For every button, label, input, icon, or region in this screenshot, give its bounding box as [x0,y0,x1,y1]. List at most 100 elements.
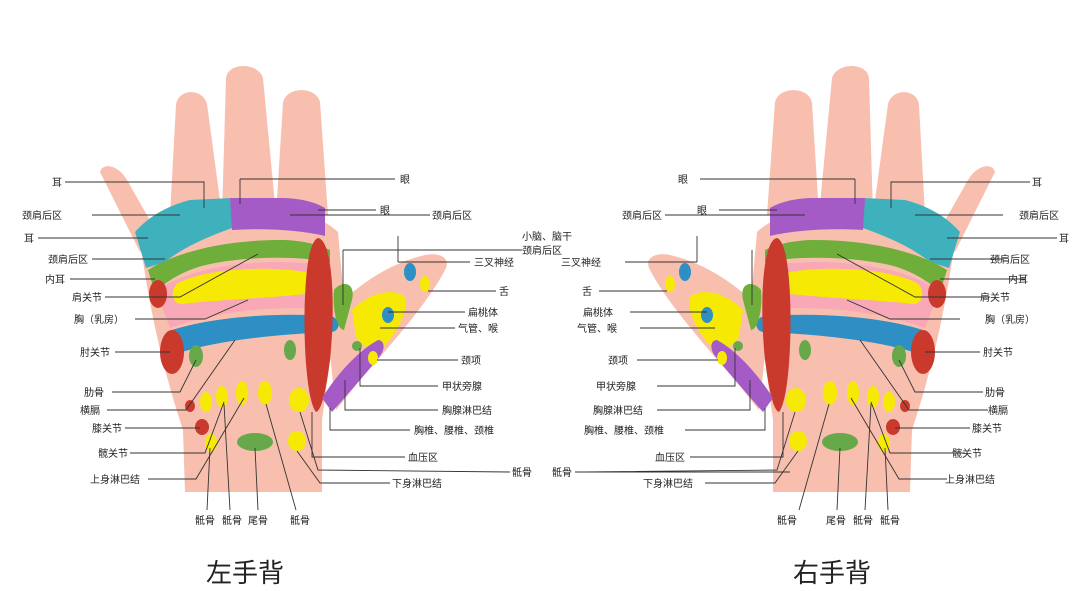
label-hip-joint: 髋关节 [98,447,128,460]
label-inner-ear: 内耳 [45,273,65,286]
r-label-parathyroid: 甲状旁腺 [596,380,636,393]
r-label-rib: 肋骨 [985,386,1005,399]
right-thumb-green-zone [742,284,762,330]
right-purple-zone [770,198,865,236]
right-rib-zone [892,345,906,367]
left-neck-dot [368,351,378,365]
r-label-shoulder-joint: 肩关节 [980,291,1010,304]
left-elbow-zone [160,330,184,374]
label-lower-lymph: 下身淋巴结 [392,477,442,490]
label-blood-pressure: 血压区 [408,451,438,464]
label-rib: 肋骨 [84,386,104,399]
label-ear-top: 耳 [52,177,62,189]
label-center-sacrum-left: 骶骨 [512,467,532,479]
right-index-finger [767,90,819,215]
right-diaphragm-dot [900,400,910,412]
right-trigeminal-dot [679,263,691,281]
right-green-oval-2 [799,340,811,360]
right-hand-title: 右手背 [793,559,871,589]
left-diaphragm-dot [185,400,195,412]
left-rib-zone [189,345,203,367]
left-chest-band [172,268,315,304]
left-index-finger [276,90,328,215]
left-green-band [148,240,330,292]
label-neck-shoulder-back: 颈肩后区 [22,209,62,222]
r-label-elbow-joint: 肘关节 [983,346,1013,359]
left-knee-dot [195,419,209,435]
right-leader-lines [584,178,1057,511]
r-label-neck-shoulder-back-2: 颈肩后区 [990,253,1030,266]
right-hand [584,66,1057,511]
r-label-ear-side: 耳 [1059,233,1069,245]
right-hand-labels: 颈肩后区 三叉神经 舌 扁桃体 气管、喉 颈项 甲状旁腺 胸腺淋巴结 胸椎、腰椎… [522,174,1069,527]
label-neck-shoulder-back-2: 颈肩后区 [48,253,88,266]
right-yellow-dot-6 [789,431,807,451]
r-label-blood-pressure: 血压区 [655,451,685,464]
label-upper-lymph: 上身淋巴结 [90,473,140,486]
right-neck-dot [717,351,727,365]
r-label-spine: 胸椎、腰椎、颈椎 [584,424,664,437]
r-label-neck-shoulder-back-l: 颈肩后区 [622,209,662,222]
right-elbow-zone [911,330,935,374]
r-label-thoracic-lymph: 胸腺淋巴结 [593,404,643,417]
r-label-knee-joint: 膝关节 [972,422,1002,435]
right-yellow-dot-2 [867,386,879,408]
r-label-tonsil: 扁桃体 [583,306,613,319]
left-hand-title: 左手背 [206,559,284,589]
r-label-eye-top: 眼 [678,174,688,186]
right-ring-finger [873,92,925,215]
r-label-trachea: 气管、喉 [577,322,617,335]
r-label-hip-joint: 髋关节 [952,447,982,460]
right-yellow-dot-4 [823,381,837,405]
label-neck-shoulder-back-r: 颈肩后区 [432,209,472,222]
left-teal-zone [135,198,232,268]
left-yellow-dot-5 [289,388,309,412]
left-thumb-yellow-zone [352,292,406,349]
label-elbow-joint: 肘关节 [80,346,110,359]
r-label-bottom-sacrum-1: 骶骨 [777,515,797,527]
r-label-neck-shoulder-back-top: 颈肩后区 [522,244,562,257]
left-hand-labels: 耳 颈肩后区 耳 颈肩后区 内耳 肩关节 胸（乳房） 肘关节 肋骨 横膈 膝关节… [22,174,572,527]
label-spine: 胸椎、腰椎、颈椎 [414,424,494,437]
left-shoulder-zone [149,280,167,308]
right-knee-dot [886,419,900,435]
left-coccyx-zone [237,433,273,451]
label-bottom-sacrum-3: 骶骨 [290,515,310,527]
r-label-chest: 胸（乳房） [985,313,1035,326]
left-yellow-dot-4 [258,381,272,405]
r-label-trigeminal: 三叉神经 [561,256,601,269]
right-blue-band [756,314,927,353]
right-tonsil-dot [701,307,713,323]
r-label-inner-ear: 内耳 [1008,273,1028,286]
label-cerebellum: 小脑、脑干 [522,230,572,243]
label-ear-side: 耳 [24,233,34,245]
r-label-neck-shoulder-back: 颈肩后区 [1019,209,1059,222]
r-label-bottom-coccyx: 尾骨 [826,515,846,527]
left-thumb-green-zone [333,284,353,330]
left-yellow-dot-1 [200,392,212,412]
label-bottom-sacrum-1: 骶骨 [195,515,215,527]
right-thumb-yellow-zone [689,292,743,349]
r-label-bottom-sacrum-3: 骶骨 [880,515,900,527]
r-label-tongue: 舌 [582,286,592,298]
label-knee-joint: 膝关节 [92,422,122,435]
left-middle-finger [222,66,276,215]
right-shoulder-zone [928,280,946,308]
left-yellow-dot-6 [288,431,306,451]
right-teal-zone [863,198,960,268]
right-yellow-dot-7 [878,434,890,452]
right-tongue-dot [665,276,675,292]
right-green-band [765,240,947,292]
label-tonsil: 扁桃体 [468,306,498,319]
right-yellow-dot-1 [883,392,895,412]
label-thoracic-lymph: 胸腺淋巴结 [442,404,492,417]
r-label-neck: 颈项 [608,355,628,367]
label-trachea: 气管、喉 [458,322,498,335]
left-trigeminal-dot [404,263,416,281]
right-middle-finger [819,66,873,215]
r-label-lower-lymph: 下身淋巴结 [643,477,693,490]
r-label-eye-mid: 眼 [697,205,707,217]
r-label-diaphragm: 横膈 [988,404,1008,417]
left-yellow-dot-3 [236,381,248,405]
